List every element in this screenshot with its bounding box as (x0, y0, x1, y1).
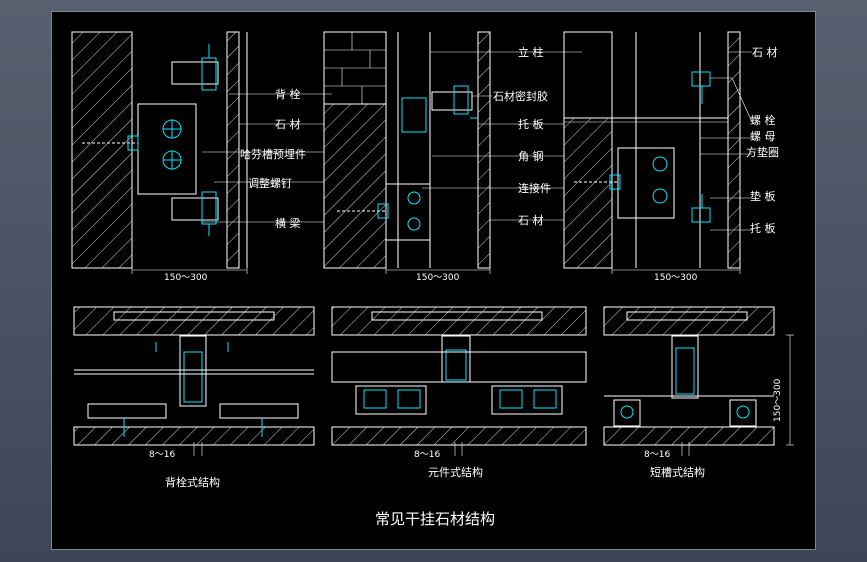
dimension-elev-3: 150～300 (654, 273, 698, 283)
label-angle-steel: 角 钢 (518, 150, 544, 163)
label-halfen-channel: 哈芬槽预埋件 (240, 148, 306, 161)
cad-drawing: 背 栓 石 材 哈芬槽预埋件 调整螺钉 横 梁 150～300 (71, 31, 794, 528)
label-sealant: 石材密封胶 (493, 89, 548, 103)
label-stone-1: 石 材 (275, 117, 301, 131)
elevation-2 (323, 31, 582, 274)
dimension-elev-1: 150～300 (164, 273, 208, 283)
caption-plan-2: 元件式结构 (428, 465, 483, 479)
label-back-bolt: 背 栓 (275, 87, 301, 101)
caption-plan-3: 短槽式结构 (650, 465, 705, 479)
concrete-wall (71, 31, 133, 269)
label-column: 立 柱 (518, 45, 544, 59)
label-support-plate: 托 板 (518, 117, 544, 131)
label-stone-3: 石 材 (752, 45, 778, 59)
elevation-1 (71, 31, 332, 274)
plan-3 (603, 306, 794, 456)
elevation-3 (563, 31, 753, 274)
label-support-plate-3: 托 板 (750, 221, 776, 235)
dimension-plan-2: 8～16 (414, 450, 440, 460)
label-connector: 连接件 (518, 182, 551, 195)
dimension-elev-2: 150～300 (416, 273, 460, 283)
label-beam: 横 梁 (275, 216, 301, 230)
stone-panel-2 (477, 31, 491, 269)
label-nut: 螺 母 (750, 130, 776, 143)
label-stone-2: 石 材 (518, 213, 544, 227)
dimension-plan-1: 8～16 (149, 450, 175, 460)
dimension-plan-3: 8～16 (644, 450, 670, 460)
label-shim-plate: 垫 板 (750, 189, 776, 203)
dimension-plan-3-side: 150～300 (773, 378, 783, 422)
drawing-title: 常见干挂石材结构 (375, 510, 495, 528)
plan-2 (331, 306, 587, 456)
beam (137, 103, 197, 195)
plan-1 (73, 306, 315, 456)
label-adjust-screw: 调整螺钉 (248, 176, 292, 190)
label-square-washer: 方垫圈 (746, 145, 779, 159)
caption-plan-1: 背栓式结构 (165, 475, 220, 489)
drawing-sheet: 背 栓 石 材 哈芬槽预埋件 调整螺钉 横 梁 150～300 (51, 11, 816, 550)
label-bolt: 螺 栓 (750, 113, 776, 127)
stone-panel (226, 31, 240, 269)
stone-panel-3 (727, 31, 741, 269)
